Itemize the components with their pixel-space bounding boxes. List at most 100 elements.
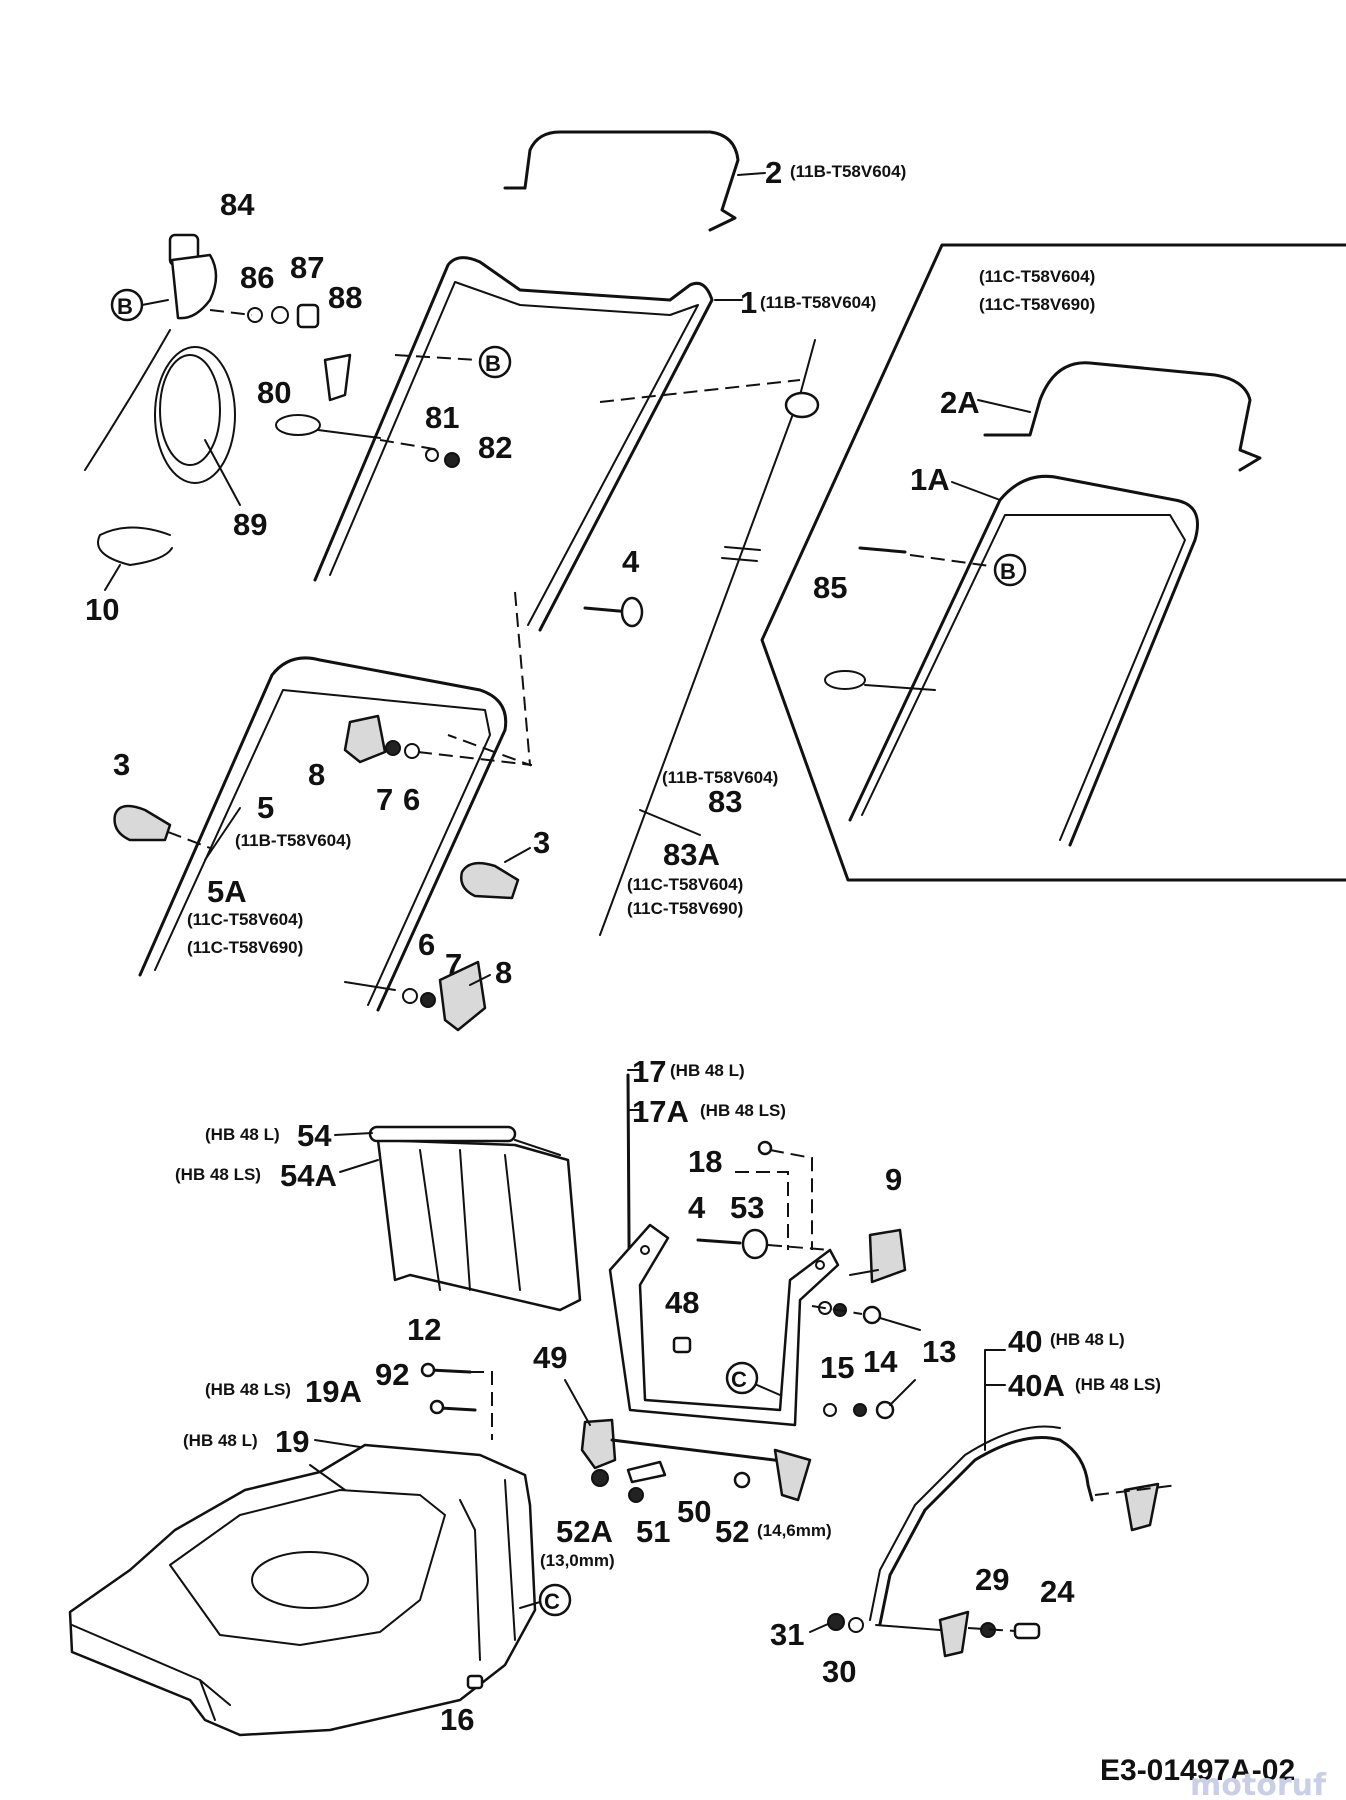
inset-clamp-ring <box>824 670 866 690</box>
label-84: 84 <box>220 187 255 222</box>
part-83-cable-break <box>724 546 761 551</box>
leader-2a <box>977 399 1031 413</box>
part-4b-bolt <box>696 1238 742 1245</box>
watermark: motoruf <box>1190 1768 1327 1800</box>
leader-13b <box>889 1379 916 1406</box>
label-48: 48 <box>665 1285 699 1320</box>
leader-40 <box>984 1349 1006 1451</box>
label-5a-model-2: (11C-T58V690) <box>187 938 303 957</box>
part-12-screw-head <box>420 1362 436 1378</box>
part-19-deck-opening <box>251 1551 369 1609</box>
part-40-pivot-upper <box>1123 1482 1160 1532</box>
part-7-washer-lower <box>420 992 436 1008</box>
part-88-cap <box>296 303 320 329</box>
label-49: 49 <box>533 1340 567 1375</box>
dash-line-handle <box>599 379 801 403</box>
part-81-washer <box>425 448 439 462</box>
label-7b: 7 <box>445 947 462 982</box>
part-48-plug <box>672 1336 692 1354</box>
part-3-bracket-right <box>460 861 520 900</box>
part-80-knob <box>323 353 352 402</box>
label-19-note: (HB 48 L) <box>183 1431 258 1450</box>
part-82-nut <box>444 452 460 468</box>
part-8-knob-upper <box>343 714 387 764</box>
part-10-cable-clip <box>97 526 173 566</box>
label-19a-note: (HB 48 LS) <box>205 1380 291 1399</box>
part-51-nut <box>628 1487 644 1503</box>
label-17: 17 <box>632 1054 666 1089</box>
label-2a: 2A <box>940 385 980 420</box>
part-15-washer-lower <box>823 1403 837 1417</box>
label-1-note: (11B-T58V604) <box>760 293 876 312</box>
label-3b: 3 <box>533 825 550 860</box>
svg-text:B: B <box>117 294 133 319</box>
label-1a: 1A <box>910 462 950 497</box>
dash-line-b1 <box>394 354 479 361</box>
part-6-washer-upper <box>404 743 420 759</box>
label-83: 83 <box>708 784 742 819</box>
label-54-note: (HB 48 L) <box>205 1125 280 1144</box>
callout-b-2: B <box>478 345 512 379</box>
label-2: 2 <box>765 155 782 190</box>
part-30-washer <box>848 1617 864 1633</box>
inset-model-2: (11C-T58V690) <box>979 295 1095 314</box>
part-54-grass-bag <box>376 1138 582 1312</box>
label-52a: 52A <box>556 1514 613 1549</box>
svg-text:B: B <box>1000 559 1016 584</box>
leader-19 <box>314 1439 361 1448</box>
part-52a-nut <box>591 1469 609 1487</box>
label-83a: 83A <box>663 837 720 872</box>
part-2a-bail-bar <box>983 361 1262 472</box>
label-16: 16 <box>440 1702 474 1737</box>
label-15: 15 <box>820 1350 854 1385</box>
part-1a-upper-handle-inner <box>861 514 1186 841</box>
label-10: 10 <box>85 592 119 627</box>
part-80-bolt <box>317 429 381 439</box>
part-17-hole-2 <box>815 1260 825 1270</box>
callout-b-1: B <box>110 288 169 322</box>
label-40-note: (HB 48 L) <box>1050 1330 1125 1349</box>
label-52: 52 <box>715 1514 749 1549</box>
label-19a: 19A <box>305 1374 362 1409</box>
part-13-nut-lower <box>875 1400 895 1420</box>
callout-b-3: B <box>993 553 1027 587</box>
label-5: 5 <box>257 790 274 825</box>
part-2-bail-bar <box>503 130 740 232</box>
label-3a: 3 <box>113 747 130 782</box>
leader-5 <box>204 807 241 861</box>
dash-line-3a <box>167 831 211 849</box>
label-83-model: (11B-T58V604) <box>662 768 778 787</box>
label-40a: 40A <box>1008 1368 1065 1403</box>
label-87: 87 <box>290 250 324 285</box>
diagram-id: E3-01497A-02 <box>1100 1754 1295 1787</box>
label-31: 31 <box>770 1617 804 1652</box>
leader-54 <box>334 1132 373 1136</box>
part-83-cable-grommet <box>784 391 820 419</box>
part-13-nut-upper <box>862 1305 882 1325</box>
part-1-upper-handle <box>313 256 714 632</box>
part-50-spring <box>626 1460 667 1484</box>
label-6b: 6 <box>418 927 435 962</box>
leader-13 <box>879 1317 921 1331</box>
part-92-screw-head <box>429 1399 445 1415</box>
part-40-pivot-lower <box>938 1610 970 1658</box>
callout-c-1: C <box>725 1361 781 1396</box>
inset-clamp-bolt <box>864 684 936 691</box>
label-52a-note: (13,0mm) <box>540 1551 615 1570</box>
dash-line-29 <box>967 1627 1016 1632</box>
leader-8b <box>469 974 491 986</box>
label-80: 80 <box>257 375 291 410</box>
label-19: 19 <box>275 1424 309 1459</box>
part-84-switch-housing <box>170 253 218 320</box>
dash-line-84 <box>209 309 253 316</box>
callout-c-2: C <box>519 1583 572 1617</box>
part-18-screw <box>757 1140 773 1156</box>
part-31-nut <box>827 1613 845 1631</box>
label-50: 50 <box>677 1494 711 1529</box>
part-52-nut <box>733 1471 751 1489</box>
label-81: 81 <box>425 400 459 435</box>
dash-line-18 <box>769 1149 813 1250</box>
part-9-hinge-rod <box>849 1269 879 1276</box>
part-9-hinge <box>868 1228 907 1284</box>
